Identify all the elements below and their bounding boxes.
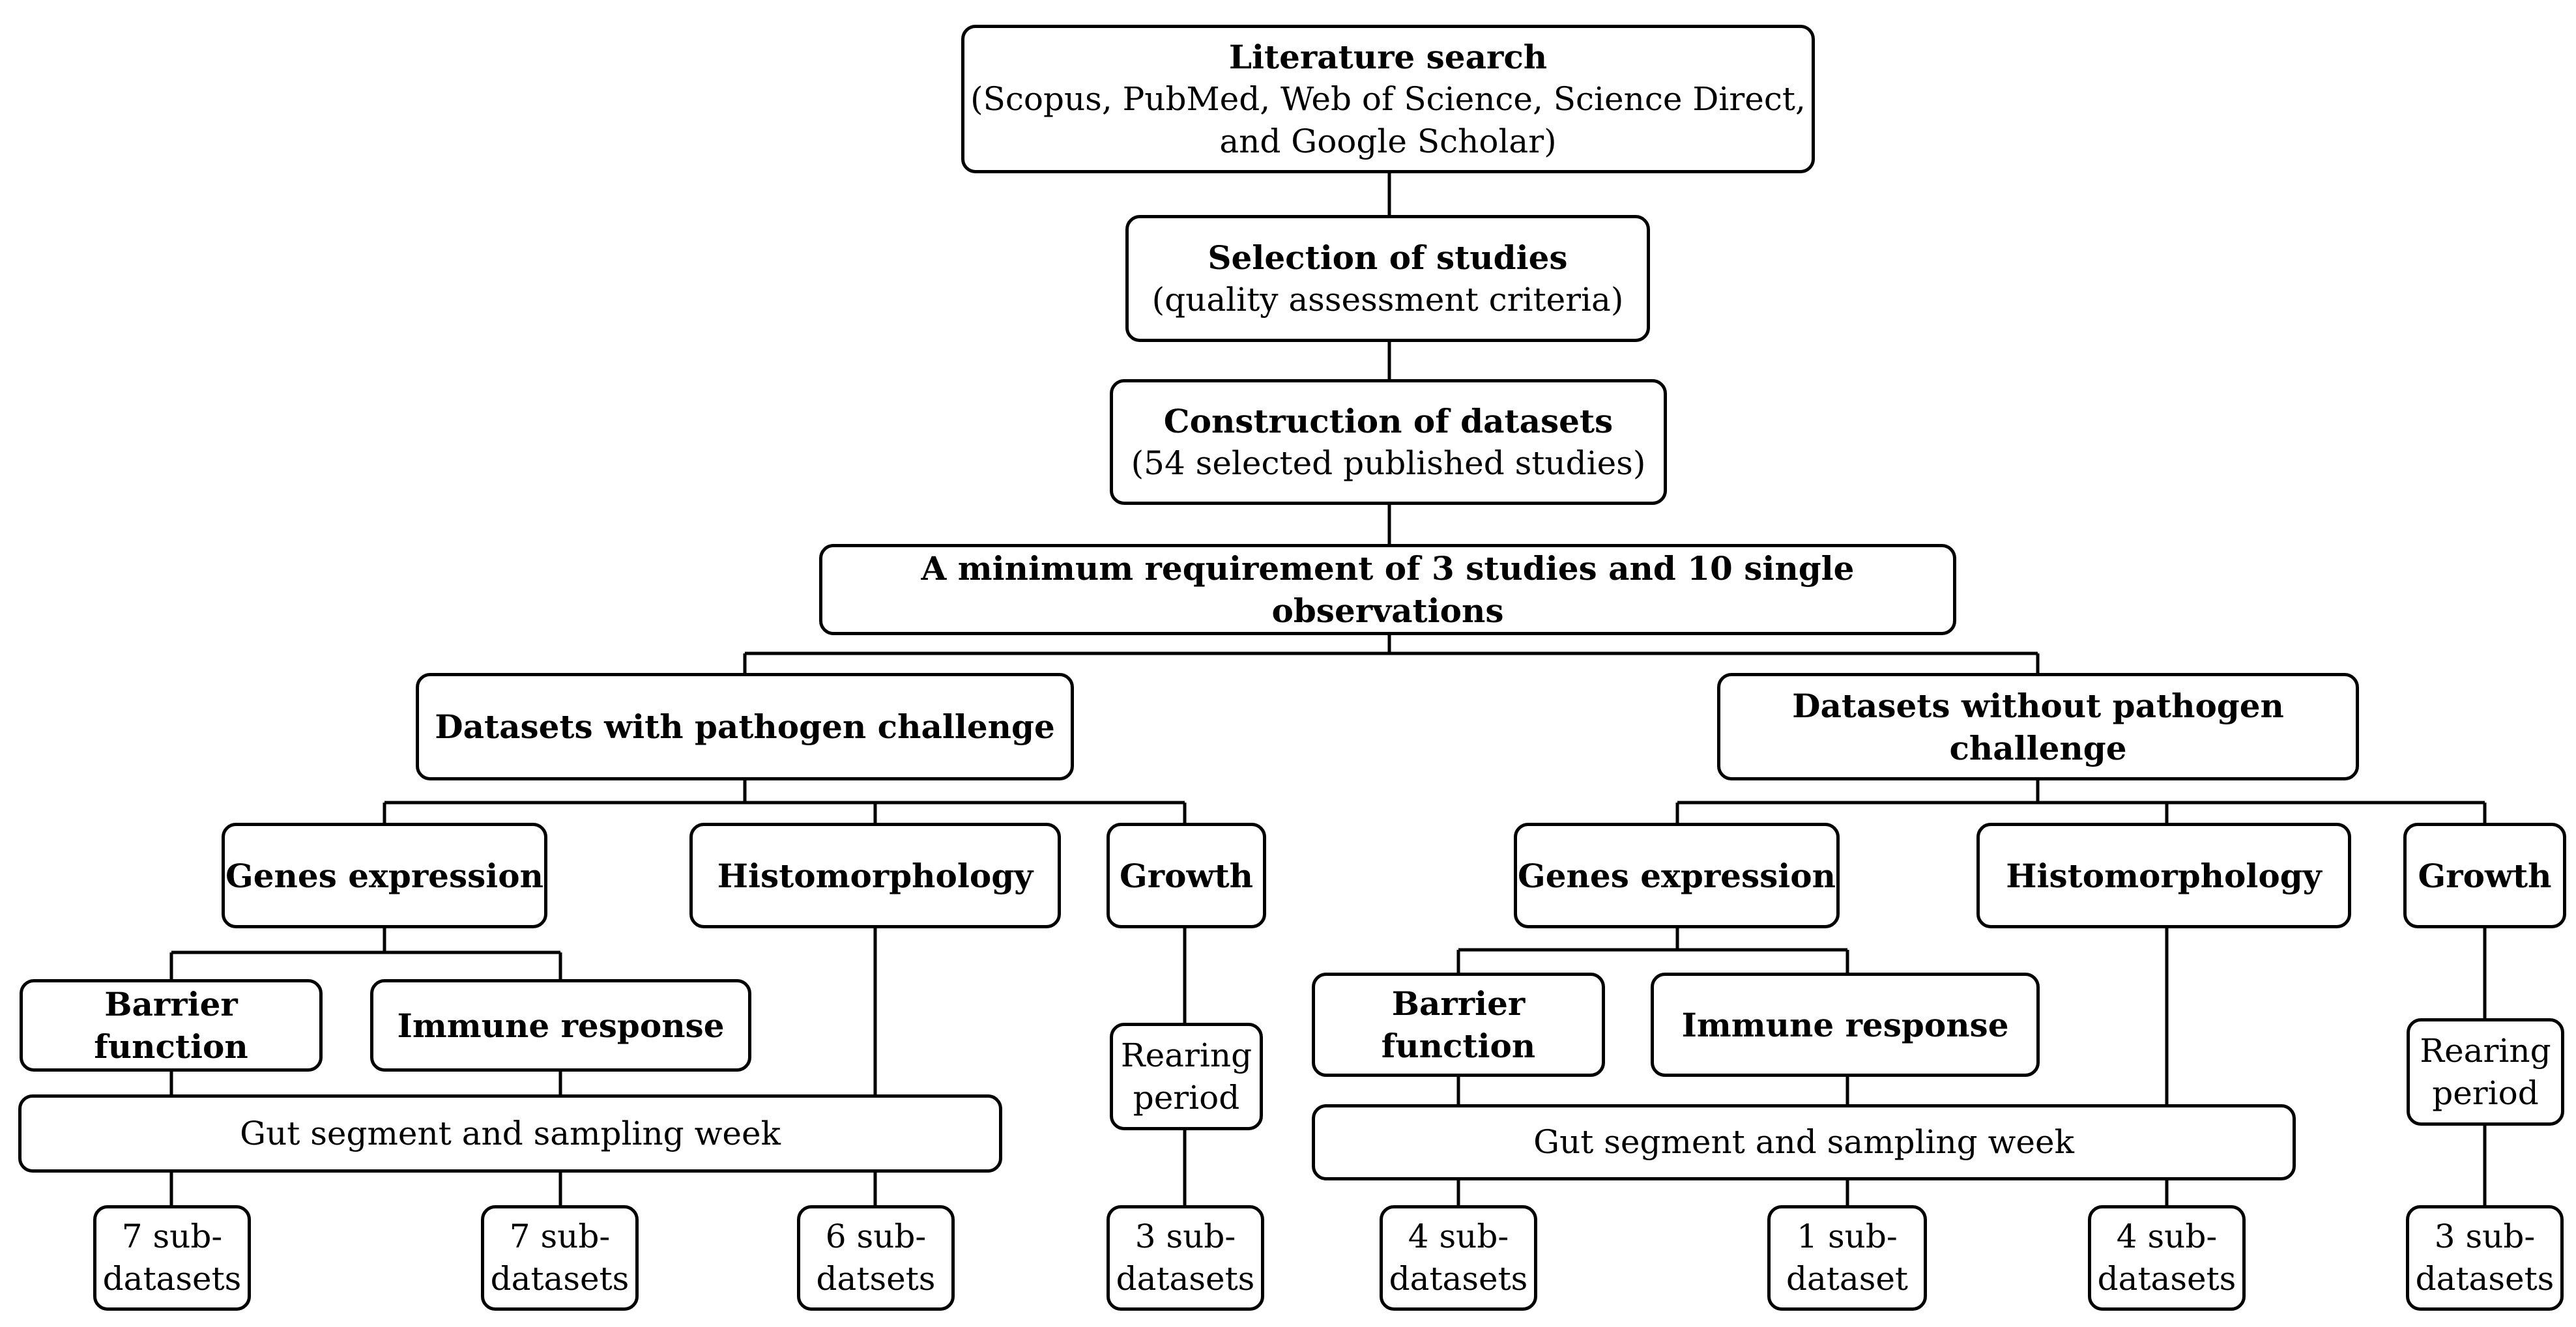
without-rearing-line1: Rearing (2420, 1031, 2551, 1070)
construction-of-datasets-box: Construction of datasets (54 selected pu… (1110, 379, 1667, 505)
with-barrier-subdatasets-box: 7 sub- datasets (93, 1205, 251, 1311)
without-rearing-line2: period (2432, 1074, 2539, 1112)
construction-of-datasets-title: Construction of datasets (1163, 401, 1614, 440)
with-growth-subdatasets-box: 3 sub- datasets (1107, 1205, 1264, 1311)
without-pathogen-challenge-box: Datasets without pathogen challenge (1717, 673, 2359, 780)
with-histo-subdatasets-box: 6 sub- datsets (797, 1205, 955, 1311)
with-rearing-line2: period (1133, 1078, 1240, 1117)
with-gut-segment-label: Gut segment and sampling week (240, 1114, 781, 1152)
without-gut-segment-box: Gut segment and sampling week (1312, 1104, 2296, 1180)
minimum-requirement-text: A minimum requirement of 3 studies and 1… (921, 549, 1855, 630)
without-barrier-function-box: Barrier function (1312, 973, 1605, 1077)
without-barrier-subdatasets-box: 4 sub- datasets (1380, 1205, 1537, 1311)
literature-search-title: Literature search (1228, 37, 1548, 76)
with-pathogen-challenge-box: Datasets with pathogen challenge (416, 673, 1074, 780)
without-growth-subdatasets-line1: 3 sub- (2434, 1218, 2536, 1255)
with-genes-expression-box: Genes expression (222, 823, 547, 928)
with-growth-label: Growth (1120, 856, 1253, 895)
with-histo-subdatasets-line1: 6 sub- (825, 1218, 927, 1255)
with-pathogen-challenge-label: Datasets with pathogen challenge (435, 707, 1055, 746)
without-immune-subdatasets-line2: dataset (1786, 1260, 1909, 1298)
with-gut-segment-box: Gut segment and sampling week (18, 1094, 1002, 1173)
without-growth-subdatasets-box: 3 sub- datasets (2406, 1205, 2564, 1311)
with-barrier-subdatasets-line1: 7 sub- (121, 1218, 223, 1255)
with-histo-subdatasets-line2: datsets (816, 1260, 936, 1298)
without-growth-label: Growth (2418, 856, 2552, 895)
with-growth-subdatasets-line2: datasets (1116, 1260, 1255, 1298)
without-barrier-subdatasets-line2: datasets (1389, 1260, 1528, 1298)
without-barrier-function-label: Barrier function (1381, 984, 1536, 1065)
selection-of-studies-title: Selection of studies (1208, 238, 1568, 277)
with-growth-subdatasets-line1: 3 sub- (1135, 1218, 1236, 1255)
without-immune-response-box: Immune response (1651, 973, 2040, 1077)
with-immune-response-box: Immune response (370, 979, 751, 1072)
literature-search-box: Literature search (Scopus, PubMed, Web o… (961, 25, 1815, 173)
with-barrier-function-box: Barrier function (20, 979, 323, 1072)
without-pathogen-challenge-label: Datasets without pathogen challenge (1792, 686, 2284, 767)
with-rearing-line1: Rearing (1120, 1036, 1252, 1074)
with-immune-subdatasets-box: 7 sub- datasets (481, 1205, 639, 1311)
without-histo-subdatasets-box: 4 sub- datasets (2088, 1205, 2246, 1311)
selection-of-studies-subtitle: (quality assessment criteria) (1151, 280, 1624, 319)
with-barrier-subdatasets-line2: datasets (102, 1260, 242, 1298)
construction-of-datasets-subtitle: (54 selected published studies) (1131, 444, 1646, 482)
without-genes-expression-box: Genes expression (1514, 823, 1840, 928)
without-gut-segment-label: Gut segment and sampling week (1533, 1123, 2074, 1161)
literature-search-databases-line2: and Google Scholar) (1219, 122, 1557, 160)
with-immune-subdatasets-line1: 7 sub- (509, 1218, 611, 1255)
without-histomorphology-label: Histomorphology (2006, 856, 2322, 895)
without-barrier-subdatasets-line1: 4 sub- (1408, 1218, 1509, 1255)
with-genes-expression-label: Genes expression (225, 856, 543, 895)
without-immune-subdatasets-box: 1 sub- dataset (1767, 1205, 1927, 1311)
with-rearing-period-box: Rearing period (1110, 1023, 1263, 1130)
without-histo-subdatasets-line2: datasets (2097, 1260, 2236, 1298)
minimum-requirement-box: A minimum requirement of 3 studies and 1… (819, 544, 1956, 635)
literature-search-databases-line1: (Scopus, PubMed, Web of Science, Science… (970, 79, 1806, 118)
with-immune-response-label: Immune response (397, 1006, 725, 1045)
without-histomorphology-box: Histomorphology (1976, 823, 2351, 928)
with-immune-subdatasets-line2: datasets (490, 1260, 630, 1298)
with-barrier-function-label: Barrier function (94, 985, 248, 1066)
selection-of-studies-box: Selection of studies (quality assessment… (1125, 215, 1650, 342)
without-growth-box: Growth (2403, 823, 2566, 928)
without-histo-subdatasets-line1: 4 sub- (2116, 1218, 2218, 1255)
without-growth-subdatasets-line2: datasets (2415, 1260, 2554, 1298)
with-histomorphology-box: Histomorphology (689, 823, 1061, 928)
with-growth-box: Growth (1107, 823, 1266, 928)
with-histomorphology-label: Histomorphology (717, 856, 1034, 895)
without-immune-subdatasets-line1: 1 sub- (1797, 1218, 1898, 1255)
without-rearing-period-box: Rearing period (2407, 1018, 2564, 1126)
without-immune-response-label: Immune response (1681, 1005, 2009, 1044)
without-genes-expression-label: Genes expression (1518, 856, 1836, 895)
